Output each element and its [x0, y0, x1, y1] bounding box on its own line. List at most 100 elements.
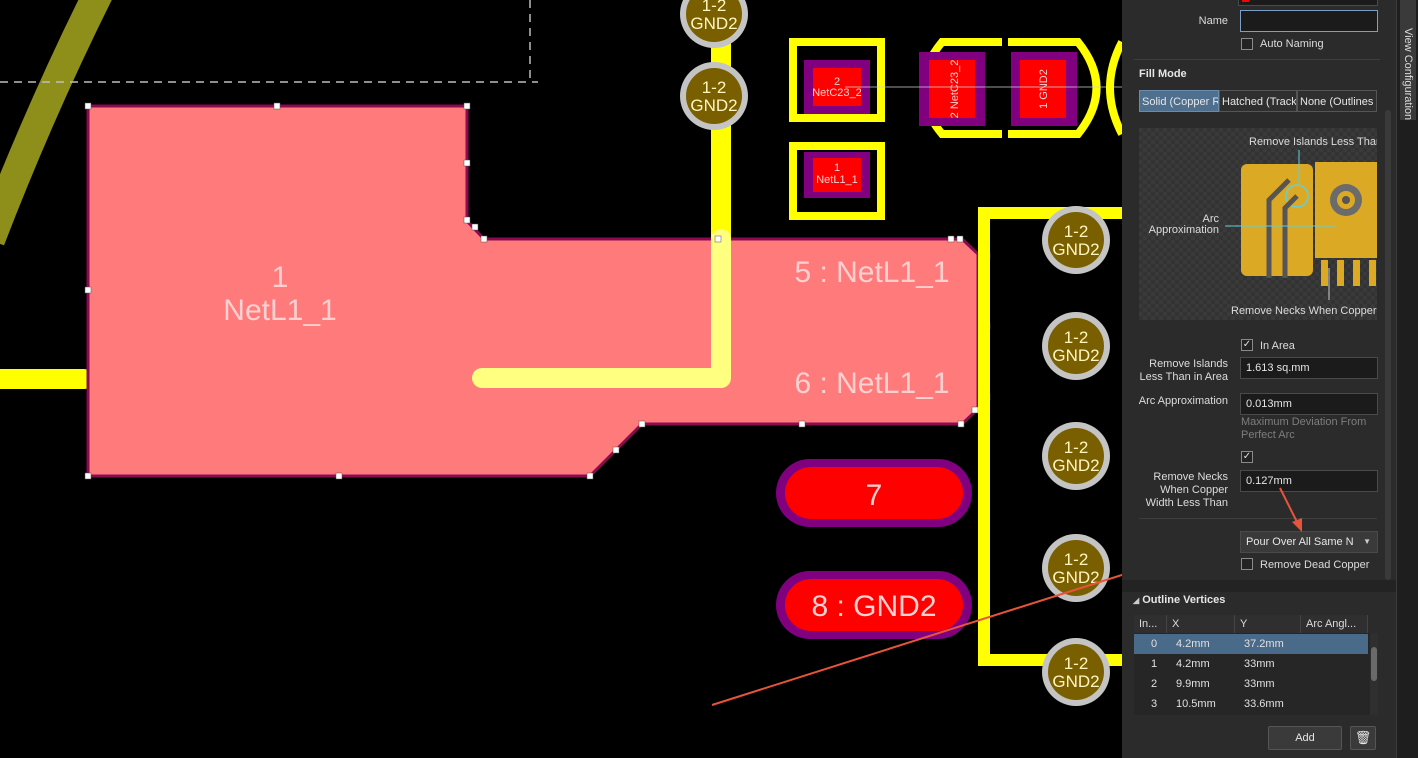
outline-vertices-title[interactable]: ◢ Outline Vertices [1133, 594, 1226, 606]
collapse-icon: ◢ [1133, 596, 1140, 605]
row-x: 10.5mm [1176, 698, 1216, 710]
remove-dead-label: Remove Dead Copper [1260, 559, 1370, 571]
diagram-lead-3 [1353, 260, 1360, 286]
pour-over-select[interactable]: Pour Over All Same N ▼ [1240, 531, 1378, 553]
col-x[interactable]: X [1167, 615, 1235, 633]
remove-necks-input[interactable]: 0.127mm [1240, 470, 1378, 492]
via-label: 1-2 [1064, 222, 1089, 241]
divider [1139, 518, 1377, 519]
fill-mode-hatched[interactable]: Hatched (Tracks/Arcs) [1219, 90, 1297, 112]
diagram-arc-label: Arc Approximation [1148, 213, 1219, 236]
table-row[interactable]: 1 4.2mm 33mm [1134, 654, 1368, 674]
via-label: GND2 [1052, 672, 1099, 691]
smd-l1-net: NetL1_1 [816, 174, 858, 186]
diagram-lead-1 [1321, 260, 1328, 286]
table-scrollbar[interactable] [1370, 633, 1378, 715]
pad6-label: 6 : NetL1_1 [794, 367, 949, 400]
chevron-down-icon: ▼ [1363, 537, 1371, 546]
arc-approx-label: Arc Approximation [1138, 395, 1228, 407]
smd-pad-l1 [813, 158, 861, 192]
row-x: 9.9mm [1176, 678, 1210, 690]
table-row[interactable]: 0 4.2mm 37.2mm [1134, 634, 1368, 654]
name-label: Name [1198, 15, 1228, 27]
pcb-canvas[interactable]: 1 NetL1_1 5 : NetL1_1 6 : NetL1_1 7 8 : … [0, 0, 1122, 758]
pad8 [785, 579, 963, 631]
diagram-track-2 [1282, 194, 1299, 278]
in-area-label: In Area [1260, 340, 1295, 352]
auto-naming-label: Auto Naming [1260, 38, 1324, 50]
via-label: 1-2 [702, 78, 727, 97]
fill-mode-none[interactable]: None (Outlines Only) [1297, 90, 1377, 112]
row-index: 2 [1151, 678, 1158, 690]
col-y[interactable]: Y [1235, 615, 1301, 633]
polygon-net: NetL1_1 [223, 294, 336, 327]
properties-panel: Name Auto Naming Fill Mode Solid (Copper… [1122, 0, 1396, 758]
remove-dead-checkbox[interactable] [1241, 558, 1253, 570]
olive-track [0, 0, 112, 246]
diagram-necks-label: Remove Necks When Copper [1231, 305, 1377, 317]
cap-pad-b [1020, 60, 1066, 118]
annotation-arrow-long [711, 573, 1122, 706]
pour-over-value: Pour Over All Same N [1246, 536, 1354, 548]
in-area-checkbox[interactable]: ✓ [1241, 339, 1253, 351]
name-input[interactable] [1240, 10, 1378, 32]
trash-icon: 🗑 [1354, 730, 1372, 745]
row-y: 33.6mm [1244, 698, 1284, 710]
row-y: 33mm [1244, 678, 1275, 690]
arc-approx-input[interactable]: 0.013mm [1240, 393, 1378, 415]
track-vertical-over [472, 229, 731, 388]
layer-select[interactable] [1238, 0, 1378, 6]
row-x: 4.2mm [1176, 658, 1210, 670]
remove-islands-input[interactable]: 1.613 sq.mm [1240, 357, 1378, 379]
remove-necks-label: Remove Necks When Copper Width Less Than [1145, 471, 1228, 509]
view-configuration-tab[interactable]: View Configuration [1400, 0, 1416, 120]
via-label: 1-2 [1064, 550, 1089, 569]
via-group: 1-2GND21-2GND21-2GND21-2GND21-2GND21-2GN… [680, 0, 1110, 706]
smd-c23-num: 2 [834, 76, 840, 88]
fill-mode-title: Fill Mode [1139, 68, 1187, 80]
diagram-lead-2 [1337, 260, 1344, 286]
col-arc[interactable]: Arc Angl... [1301, 615, 1368, 633]
table-row[interactable]: 3 10.5mm 33.6mm [1134, 694, 1368, 714]
diagram-islands-label: Remove Islands Less Than [1249, 136, 1377, 148]
fill-mode-solid[interactable]: Solid (Copper Regions) [1139, 90, 1219, 112]
via-label: 1-2 [1064, 438, 1089, 457]
pad7 [785, 467, 963, 519]
table-row[interactable]: 2 9.9mm 33mm [1134, 674, 1368, 694]
auto-naming-checkbox[interactable] [1241, 38, 1253, 50]
add-vertex-button[interactable]: Add [1268, 726, 1342, 750]
diagram-lead-4 [1369, 260, 1376, 286]
cap-pad-a-label: 2 NetC23_2 [949, 60, 961, 119]
panel-scrollbar[interactable] [1385, 110, 1391, 580]
remove-necks-checkbox[interactable]: ✓ [1241, 451, 1253, 463]
via-label: GND2 [690, 14, 737, 33]
cap-pad-a [929, 60, 975, 118]
via-label: GND2 [1052, 346, 1099, 365]
row-index: 3 [1151, 698, 1158, 710]
via-label: GND2 [690, 96, 737, 115]
row-index: 0 [1151, 638, 1158, 650]
cap-pad-b-label: 1 GND2 [1038, 69, 1050, 109]
smd-l1-num: 1 [834, 162, 840, 174]
fill-mode-diagram: Remove Islands Less Than Arc Approximati… [1139, 128, 1377, 320]
row-y: 37.2mm [1244, 638, 1284, 650]
via-label: GND2 [1052, 240, 1099, 259]
via-label: 1-2 [1064, 328, 1089, 347]
pad5-label: 5 : NetL1_1 [794, 256, 949, 289]
diagram-track-1 [1266, 178, 1291, 278]
col-index[interactable]: In... [1134, 615, 1167, 633]
remove-islands-label: Remove Islands Less Than in Area [1139, 358, 1228, 383]
layer-color-swatch [1242, 0, 1249, 2]
diagram-island-marker [1285, 184, 1309, 208]
row-y: 33mm [1244, 658, 1275, 670]
diagram-copper-left [1241, 164, 1313, 276]
arc-approx-hint: Maximum Deviation From Perfect Arc [1241, 416, 1367, 441]
via-label: 1-2 [702, 0, 727, 15]
delete-vertex-button[interactable]: 🗑 [1350, 726, 1376, 750]
diagram-pad-hole [1342, 196, 1350, 204]
smd-outline-c23 [789, 38, 885, 122]
